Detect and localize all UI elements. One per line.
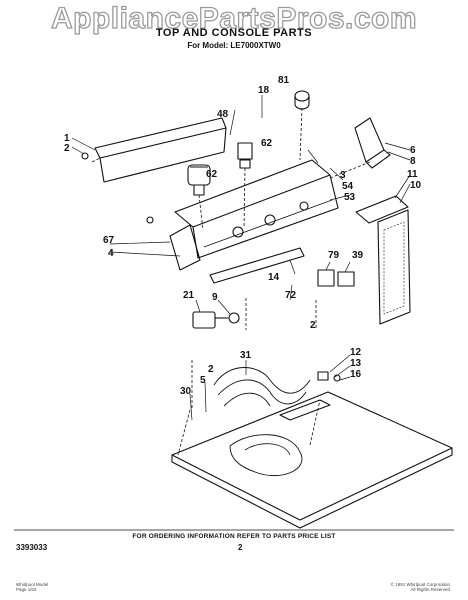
callout-30: 30 xyxy=(180,386,192,397)
callout-14: 14 xyxy=(268,272,280,283)
callout-81: 81 xyxy=(278,75,290,86)
callout-1: 1 xyxy=(64,133,70,144)
ordering-note: FOR ORDERING INFORMATION REFER TO PARTS … xyxy=(132,533,336,540)
callout-9: 9 xyxy=(212,292,218,303)
callout-3: 3 xyxy=(340,170,346,181)
callout-2-left: 2 xyxy=(208,364,214,375)
callout-2-top: 2 xyxy=(64,143,70,154)
document-number: 3393033 xyxy=(16,543,48,552)
callout-62-right: 62 xyxy=(261,138,273,149)
watermark-logo: AppliancePartsPros.com xyxy=(50,1,418,35)
callout-67: 67 xyxy=(103,235,115,246)
callout-48: 48 xyxy=(217,109,229,120)
callout-53: 53 xyxy=(344,192,356,203)
callout-16: 16 xyxy=(350,369,362,380)
page-title: TOP AND CONSOLE PARTS xyxy=(155,27,313,39)
copyright-note: © 1991 Whirlpool Corporation All Rights … xyxy=(390,582,450,592)
callout-18: 18 xyxy=(258,85,270,96)
callout-6: 6 xyxy=(410,145,416,156)
callout-2-right: 2 xyxy=(310,320,316,331)
callout-8: 8 xyxy=(410,156,416,167)
page-number: 2 xyxy=(238,543,243,552)
model-subtitle: For Model: LE7000XTW0 xyxy=(187,41,281,50)
callout-13: 13 xyxy=(350,358,362,369)
callout-11: 11 xyxy=(407,169,418,180)
callout-5: 5 xyxy=(200,375,206,386)
callout-4: 4 xyxy=(108,248,114,259)
callout-31: 31 xyxy=(240,350,252,361)
console-panel xyxy=(174,159,331,228)
callout-79: 79 xyxy=(328,250,340,261)
rear-top-bracket xyxy=(94,117,227,159)
callout-72: 72 xyxy=(285,290,297,301)
callout-62-left: 62 xyxy=(206,169,218,180)
callout-10: 10 xyxy=(410,180,422,191)
callout-54: 54 xyxy=(342,181,354,192)
callout-12: 12 xyxy=(350,347,362,358)
callout-21: 21 xyxy=(183,290,195,301)
model-footnote: Whirlpool Model Page 1/02 xyxy=(16,582,49,592)
callout-39: 39 xyxy=(352,250,364,261)
